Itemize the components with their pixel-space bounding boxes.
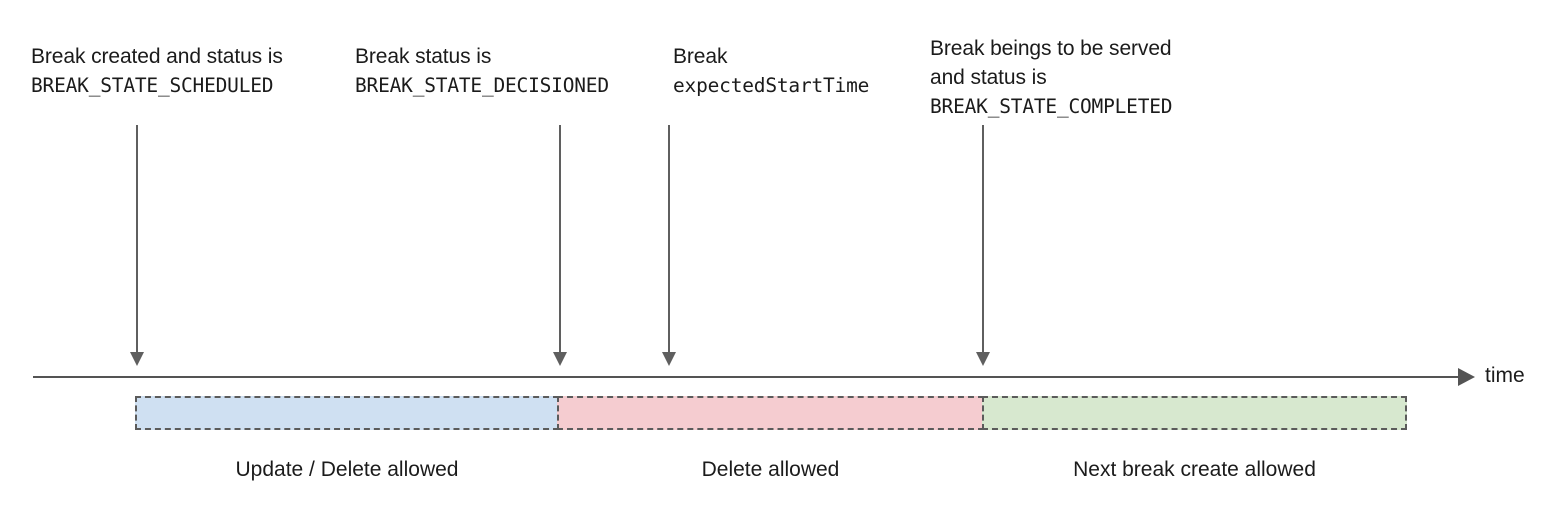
annotation-break-decisioned: Break status is BREAK_STATE_DECISIONED: [355, 42, 609, 100]
phase-label-next-break-create-allowed: Next break create allowed: [1073, 458, 1316, 481]
phase-label-update-delete-allowed: Update / Delete allowed: [235, 458, 459, 481]
arrow-head-down-icon: [976, 352, 990, 366]
annotation-break-expected-start-time: Break expectedStartTime: [673, 42, 869, 100]
annotation-line-plain-2: and status is: [930, 66, 1047, 89]
annotation-line-plain: Break created and status is: [31, 45, 283, 68]
arrow-head-down-icon: [553, 352, 567, 366]
annotation-line-state: BREAK_STATE_DECISIONED: [355, 74, 609, 97]
annotation-line-state: BREAK_STATE_SCHEDULED: [31, 74, 274, 97]
annotation-line-field: expectedStartTime: [673, 74, 870, 97]
marker-arrow-break-expected-start-time: [662, 125, 676, 366]
annotation-line-plain: Break: [673, 45, 728, 68]
annotation-break-created-scheduled: Break created and status is BREAK_STATE_…: [31, 42, 283, 100]
marker-arrow-break-decisioned: [553, 125, 567, 366]
arrow-shaft: [136, 125, 138, 353]
annotation-line-plain: Break beings to be served: [930, 37, 1172, 60]
time-axis-arrow-head-icon: [1458, 368, 1475, 386]
arrow-head-down-icon: [130, 352, 144, 366]
arrow-shaft: [668, 125, 670, 353]
marker-arrow-break-created-scheduled: [130, 125, 144, 366]
annotation-line-state: BREAK_STATE_COMPLETED: [930, 95, 1173, 118]
arrow-shaft: [982, 125, 984, 353]
arrow-shaft: [559, 125, 561, 353]
time-axis-label: time: [1485, 364, 1525, 387]
time-axis-line: [33, 376, 1470, 378]
phase-label-delete-allowed: Delete allowed: [701, 458, 840, 481]
phase-bar-update-delete-allowed: [135, 396, 559, 430]
arrow-head-down-icon: [662, 352, 676, 366]
marker-arrow-break-completed: [976, 125, 990, 366]
phase-bar-delete-allowed: [557, 396, 984, 430]
annotation-line-plain: Break status is: [355, 45, 492, 68]
phase-bar-next-break-create-allowed: [982, 396, 1407, 430]
annotation-break-completed: Break beings to be served and status is …: [930, 34, 1173, 121]
